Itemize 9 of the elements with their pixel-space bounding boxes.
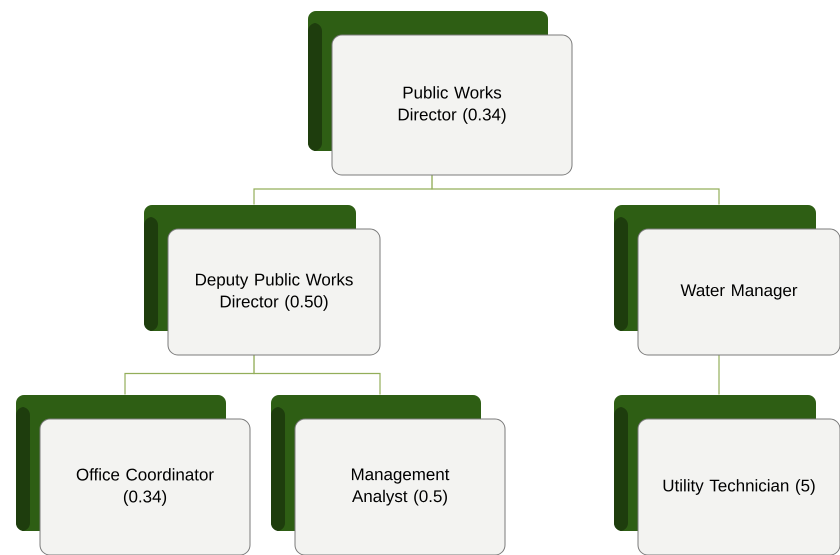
position-box: Office Coordinator (0.34): [16, 395, 250, 555]
connector-line: [718, 356, 720, 394]
position-box: Deputy Public Works Director (0.50): [144, 205, 380, 356]
position-box: Public Works Director (0.34): [308, 11, 572, 176]
position-box: Utility Technician (5): [614, 395, 840, 555]
position-box: Management Analyst (0.5): [271, 395, 506, 555]
position-box: Water Manager: [614, 205, 840, 356]
connector-line: [431, 176, 720, 204]
connector-line: [253, 356, 381, 394]
